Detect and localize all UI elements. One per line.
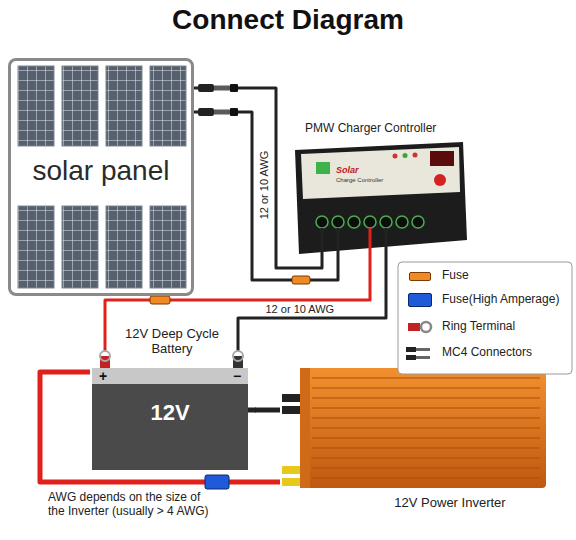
legend-swatch (408, 293, 432, 307)
controller-led (403, 153, 408, 158)
solar-cell (150, 206, 186, 288)
fuse (292, 276, 310, 284)
solar-cell (18, 66, 54, 146)
terminal (348, 216, 360, 228)
controller-dial (434, 174, 446, 186)
solar-cell (62, 206, 98, 288)
polarity-mark: − (230, 368, 244, 384)
high-amp-fuse (205, 475, 229, 489)
mc4-body (198, 108, 214, 116)
battery-top (92, 368, 248, 384)
legend-text: Ring Terminal (442, 320, 570, 334)
solar-cell (18, 206, 54, 288)
controller-face (301, 147, 460, 199)
device-heading: PMW Charger Controller (305, 122, 467, 136)
legend-text: Fuse(High Amperage) (442, 293, 570, 307)
wire-stub (385, 228, 388, 262)
inverter-post (282, 478, 300, 486)
controller-led (413, 153, 418, 158)
mc4-icon (406, 355, 416, 360)
solar-cell (106, 206, 142, 288)
charge-controller: PMW Charger ControllerSolarCharge Contro… (285, 112, 470, 262)
device-caption: Charge Controller (336, 177, 406, 184)
wire (255, 408, 280, 413)
wire-stub (337, 228, 340, 262)
battery (92, 325, 256, 470)
wire-stub (237, 325, 240, 352)
voltage-label: 12V (92, 400, 248, 425)
legend-swatch (409, 272, 431, 281)
wire (238, 262, 386, 325)
terminal (364, 216, 376, 228)
power-inverter: 12V Power Inverter (280, 360, 550, 518)
panel-label: solar panel (16, 155, 186, 187)
mc4-connector (198, 84, 238, 116)
solar-cell (106, 66, 142, 146)
terminal (396, 216, 408, 228)
legend-text: MC4 Connectors (442, 346, 570, 360)
fuse (150, 296, 170, 304)
legend-frame (398, 262, 572, 374)
mc4-icon (416, 356, 430, 359)
terminal (412, 216, 424, 228)
battery: 12V Deep Cycle Battery 12V (90, 325, 255, 475)
ring-terminal (100, 351, 110, 361)
inverter-post (282, 466, 300, 474)
wire-note: AWG depends on the size of the Inverter … (48, 491, 220, 519)
controller-indicator (316, 162, 330, 174)
wire-stub (321, 228, 324, 262)
mc4-icon (416, 348, 430, 351)
inverter-endplate (300, 368, 310, 488)
diagram-title: Connect Diagram (0, 4, 576, 36)
terminal (332, 216, 344, 228)
terminal (316, 216, 328, 228)
controller-led (393, 154, 398, 159)
polarity-mark: + (96, 368, 110, 384)
mc4-body (214, 110, 230, 115)
ring-terminal (233, 351, 243, 361)
wire (40, 372, 280, 482)
mc4-body (214, 86, 230, 91)
device-heading: 12V Deep Cycle Battery (122, 327, 222, 357)
mc4-body (198, 84, 214, 92)
ring-terminal-icon (408, 323, 420, 331)
mc4-body (230, 84, 238, 92)
inverter-post (282, 394, 300, 402)
inverter-post (282, 406, 300, 414)
device-heading: 12V Power Inverter (360, 496, 540, 511)
legend-box (398, 262, 572, 374)
wire-label: 12 or 10 AWG (258, 149, 270, 222)
terminal (380, 216, 392, 228)
inverter-fins (312, 378, 540, 478)
charge-controller (295, 142, 467, 262)
solar-cell (62, 66, 98, 146)
solar-panel: solar panel (8, 58, 194, 296)
battery-body (92, 384, 248, 470)
controller-display (430, 151, 454, 166)
inverter (282, 368, 546, 488)
mc4-body (230, 108, 238, 116)
solar-cell (150, 66, 186, 146)
inverter-body (300, 368, 546, 488)
legend-text: Fuse (442, 269, 570, 283)
wire-stub (104, 325, 107, 352)
brand-text: Solar (336, 165, 396, 175)
mc4-icon (406, 347, 416, 352)
wire-label: 12 or 10 AWG (264, 303, 337, 315)
ring-terminal-icon (421, 322, 431, 332)
wire-stub (369, 228, 372, 262)
